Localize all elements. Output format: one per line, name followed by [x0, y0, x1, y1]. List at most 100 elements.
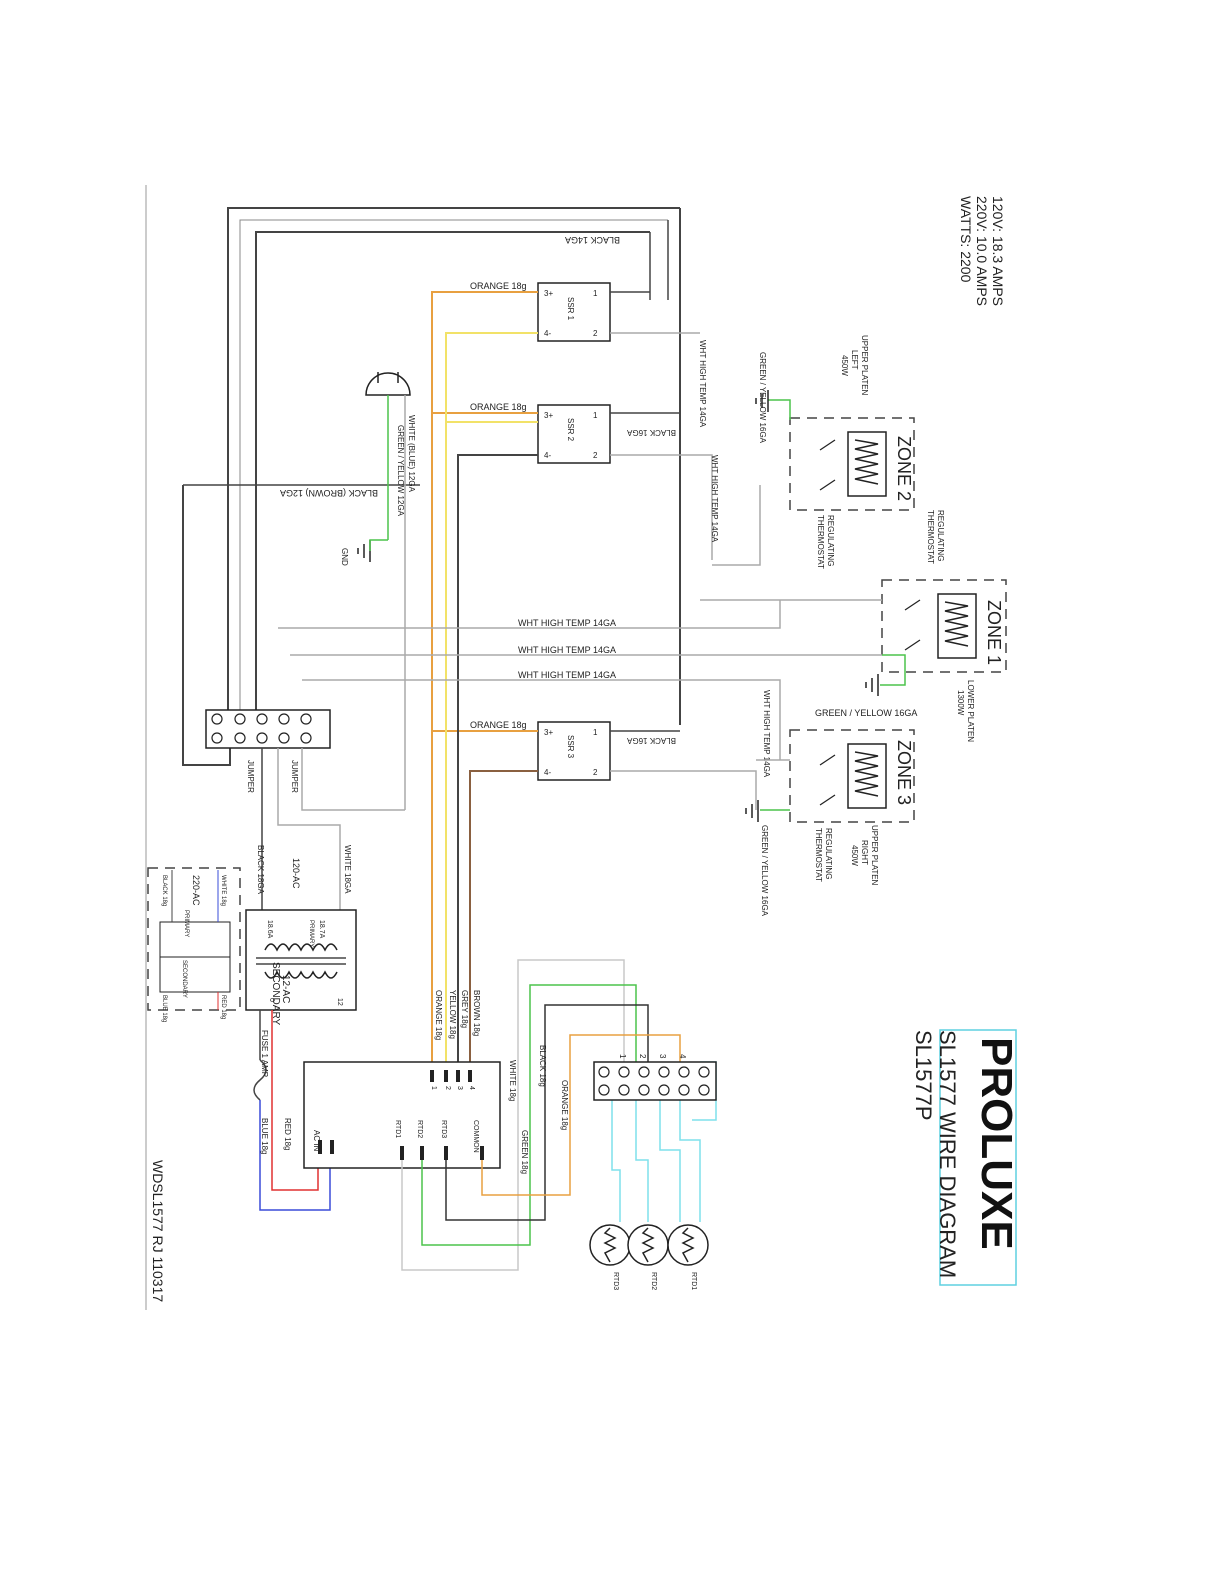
label-primary-small: PRIMARY [183, 910, 189, 937]
svg-text:3+: 3+ [544, 289, 553, 298]
zone2-desc-3: 450W [840, 355, 849, 376]
label-orange-ssr1: ORANGE 18g [470, 281, 527, 291]
svg-text:2: 2 [593, 451, 598, 460]
controller-pin-4: 4 [468, 1086, 475, 1090]
power-plug [365, 372, 411, 810]
logo-frame [939, 1029, 1017, 1286]
label-white-18ga: WHITE 18GA [343, 845, 352, 894]
zone3-therm-2: THERMOSTAT [814, 828, 823, 882]
temperature-controller [303, 1061, 501, 1169]
rtd-sensors [589, 1224, 709, 1266]
label-12ac: 12-AC [280, 975, 291, 1003]
drawing-id: WDSL1577 RJ 110317 [150, 1160, 166, 1302]
zone-1: ZONE 1 [881, 579, 1007, 673]
rtd-block-num-4: 4 [678, 1054, 687, 1059]
controller-pin-3: 3 [456, 1086, 463, 1090]
high-temp-runs [278, 600, 882, 760]
label-blue-18g: BLUE 18g [260, 1118, 269, 1154]
zone2-therm-2: THERMOSTAT [816, 515, 825, 569]
zone2-desc-1: UPPER PLATEN [860, 335, 869, 396]
rtd-label-1: RTD1 [690, 1272, 697, 1290]
label-black-16ga-ssr3: BLACK 16GA [626, 736, 676, 745]
svg-text:4-: 4- [544, 329, 551, 338]
label-wht-run-3: WHT HIGH TEMP 14GA [518, 670, 616, 680]
label-secondary-small: SECONDARY [181, 960, 187, 998]
svg-text:ZONE 2: ZONE 2 [894, 436, 914, 501]
label-black-18ga: BLACK 18GA [256, 845, 265, 895]
zone2-therm-1: REGULATING [826, 515, 835, 566]
transformer-220v-option [147, 867, 241, 1011]
label-red-18g: RED 18g [283, 1118, 292, 1150]
label-tap-1: 18.6A [266, 920, 273, 939]
label-gy-zone1: GREEN / YELLOW 16GA [815, 708, 917, 718]
label-wht-run-1: WHT HIGH TEMP 14GA [518, 618, 616, 628]
diagram-title: SL1577 WIRE DIAGRAM [935, 1030, 960, 1278]
label-red-18-small: RED 18g [220, 995, 226, 1019]
label-yellow-18g: YELLOW 18g [448, 990, 457, 1039]
logo-text: PROLUXE [972, 1037, 1021, 1250]
transformer [245, 909, 357, 1011]
rtd-block-num-3: 3 [658, 1054, 667, 1059]
label-black-18g: BLACK 18g [538, 1045, 547, 1087]
zone1-desc-2: 1300W [956, 690, 965, 716]
rtd-label-2: RTD2 [650, 1272, 657, 1290]
label-orange-18g-ctrl: ORANGE 18g [434, 990, 443, 1040]
zone1-desc-1: LOWER PLATEN [966, 680, 975, 742]
svg-text:2: 2 [593, 329, 598, 338]
terminal-drops [261, 748, 405, 910]
main-terminal-block [205, 709, 331, 749]
zone3-desc-1: UPPER PLATEN [870, 825, 879, 886]
zone3-desc-2: RIGHT [860, 840, 869, 865]
label-tap-2: 18.7A [318, 920, 325, 939]
rtd-block-num-1: 1 [618, 1054, 627, 1059]
label-gy-zone2: GREEN / YELLOW 16GA [758, 352, 767, 444]
label-jumper-2: JUMPER [290, 760, 299, 793]
controller-pin-1: 1 [430, 1086, 437, 1090]
ssr-2: SSR 2 1 2 3+ 4- [537, 404, 611, 464]
label-fuse: FUSE 1 AMP [260, 1030, 269, 1077]
ssr-control-wires [431, 291, 757, 1070]
zone-wiring [357, 390, 906, 822]
label-white-18g: WHITE 18g [508, 1060, 517, 1101]
controller-rtd3: RTD3 [440, 1120, 447, 1138]
label-orange-ssr2: ORANGE 18g [470, 402, 527, 412]
label-orange-ssr3: ORANGE 18g [470, 720, 527, 730]
low-voltage-wires [253, 1010, 331, 1211]
svg-text:3+: 3+ [544, 411, 553, 420]
rtd-label-3: RTD3 [612, 1272, 619, 1290]
label-orange-18g-rtd: ORANGE 18g [560, 1080, 569, 1130]
svg-text:1: 1 [593, 411, 598, 420]
svg-text:ZONE 1: ZONE 1 [984, 600, 1004, 665]
controller-rtd1: RTD1 [394, 1120, 401, 1138]
rtd-wiring [401, 959, 717, 1271]
label-secondary: SECONDARY [270, 962, 281, 1025]
svg-text:2: 2 [593, 768, 598, 777]
label-wht-ssr3: WHT HIGH TEMP 14GA [762, 690, 771, 778]
spec-120v: 120V: 18.3 AMPS [990, 196, 1006, 306]
label-grey-18g: GREY 18g [460, 990, 469, 1028]
svg-text:1: 1 [593, 289, 598, 298]
label-ac-in: AC IN [312, 1130, 321, 1152]
main-power-wires [182, 207, 681, 766]
zone-3: ZONE 3 [789, 729, 915, 823]
diagram-subtitle: SL1577P [911, 1030, 936, 1121]
label-gy-zone3: GREEN / YELLOW 16GA [760, 825, 769, 917]
label-black-14ga: BLACK 14GA [565, 235, 620, 245]
label-blue-18-small: BLUE 18g [161, 995, 167, 1022]
label-tap-12: 12 [336, 998, 343, 1006]
rtd-block-num-2: 2 [638, 1054, 647, 1059]
label-120ac: 120-AC [291, 858, 301, 889]
label-wht-run-2: WHT HIGH TEMP 14GA [518, 645, 616, 655]
label-primary: PRIMARY [308, 920, 314, 947]
label-white-18-small: WHITE 18g [220, 875, 226, 906]
label-brown-18g: BROWN 18g [472, 990, 481, 1036]
zone2-desc-2: LEFT [850, 350, 859, 370]
label-black-brown-12ga: BLACK (BROWN) 12GA [280, 488, 378, 498]
label-tap-0: 0 [268, 998, 275, 1002]
svg-text:SSR 1: SSR 1 [566, 297, 575, 321]
label-wht-ssr2: WHT HIGH TEMP 14GA [710, 455, 719, 543]
svg-text:4-: 4- [544, 768, 551, 777]
ssr-3: SSR 3 1 2 3+ 4- [537, 721, 611, 781]
